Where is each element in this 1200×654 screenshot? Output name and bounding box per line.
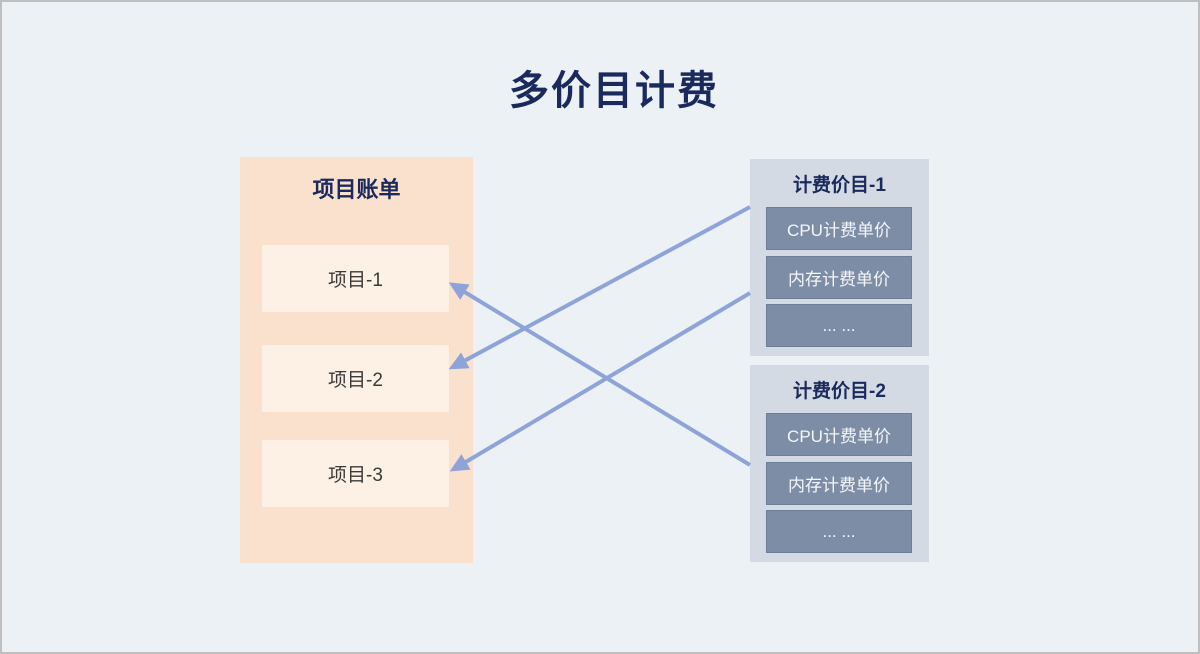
project-item-2: 项目-2 <box>262 345 449 412</box>
price-list-2-row-cpu: CPU计费单价 <box>766 413 912 456</box>
price-list-box-2: 计费价目-2 CPU计费单价 内存计费单价 ... ... <box>750 365 929 562</box>
price-list-2-row-memory: 内存计费单价 <box>766 462 912 505</box>
diagram-title: 多价目计费 <box>509 69 719 113</box>
arrow-pricelist1-to-project3 <box>449 291 752 472</box>
project-bill-title: 项目账单 <box>312 177 401 202</box>
price-list-1-title: 计费价目-1 <box>793 175 886 196</box>
price-list-2-title: 计费价目-2 <box>793 381 886 402</box>
price-list-1-row-memory: 内存计费单价 <box>766 256 912 299</box>
arrow-pricelist1-to-project2 <box>448 205 751 370</box>
project-item-3: 项目-3 <box>262 440 449 507</box>
arrow-pricelist2-to-project1 <box>448 282 752 467</box>
price-list-box-1: 计费价目-1 CPU计费单价 内存计费单价 ... ... <box>750 159 929 356</box>
price-list-1-row-cpu: CPU计费单价 <box>766 207 912 250</box>
price-list-1-row-more: ... ... <box>766 304 912 347</box>
project-item-1: 项目-1 <box>262 245 449 312</box>
price-list-2-row-more: ... ... <box>766 510 912 553</box>
project-bill-box: 项目账单 项目-1 项目-2 项目-3 <box>240 157 473 563</box>
